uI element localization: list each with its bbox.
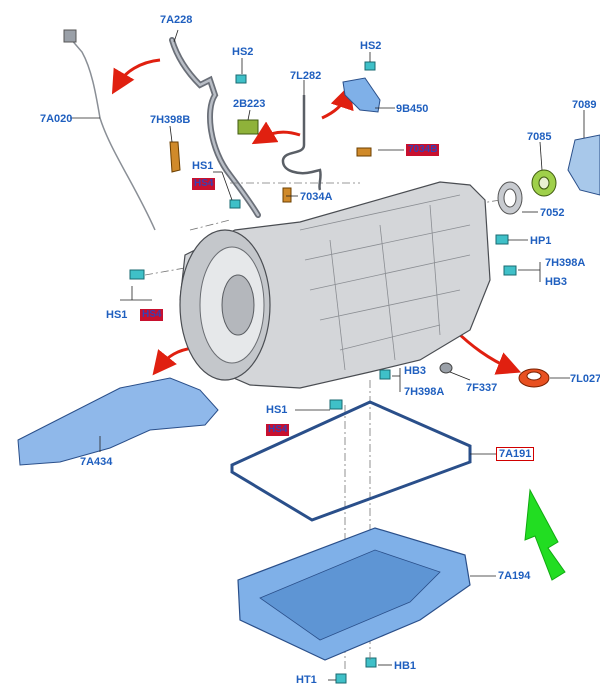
label-hp1: HP1 [530, 235, 552, 247]
bolt-group [129, 61, 517, 684]
label-ht1: HT1 [296, 674, 317, 686]
label-hb1: HB1 [394, 660, 417, 672]
label-hs2-right: HS2 [360, 40, 382, 52]
dipstick-handle [63, 29, 77, 43]
label-hb3-right: HB3 [545, 276, 568, 288]
label-hs1-left: HS1 [106, 309, 128, 321]
label-hs2-top: HS2 [232, 46, 254, 58]
wiring-harness [281, 95, 322, 191]
label-2b223: 2B223 [233, 98, 266, 110]
label-7089: 7089 [572, 99, 597, 111]
highlight-hs1-mid: HS4 [266, 424, 290, 436]
highlight-hs1-top: HS4 [192, 178, 216, 190]
highlight-hs1-left: HS4 [140, 309, 164, 321]
green-arrow [524, 488, 566, 581]
plug-7034b [356, 147, 372, 157]
label-7h398a-right: 7H398A [545, 257, 586, 269]
arrow-harness [251, 121, 301, 145]
label-7a191: 7A191 [496, 447, 535, 461]
sensor-2b223 [237, 119, 259, 135]
bracket-9b450 [342, 77, 381, 113]
arrow-seal [453, 328, 522, 375]
label-7f337: 7F337 [466, 382, 498, 394]
label-7034a: 7034A [300, 191, 333, 203]
plug-7034a [282, 187, 292, 203]
label-7h398b: 7H398B [150, 114, 191, 126]
label-hs1-mid: HS1 [266, 404, 288, 416]
label-7l027: 7L027 [570, 373, 600, 385]
label-hb3-mid: HB3 [404, 365, 427, 377]
label-7085: 7085 [527, 131, 552, 143]
arrow-cover [152, 346, 194, 376]
gasket-7a191 [230, 400, 472, 522]
dipstick [69, 37, 156, 231]
washer-7f337 [439, 362, 453, 374]
label-7a020: 7A020 [40, 113, 73, 125]
cover-7a434 [17, 377, 219, 466]
flange-7089 [567, 134, 600, 196]
label-9b450: 9B450 [396, 103, 429, 115]
transmission-housing [179, 181, 491, 389]
sensor-7h398b [169, 141, 181, 173]
label-7a434: 7A434 [80, 456, 113, 468]
label-7a228: 7A228 [160, 14, 193, 26]
highlight-top-right: 7034B [406, 144, 440, 156]
arrow-dipstick [111, 58, 161, 95]
label-7l282: 7L282 [290, 70, 322, 82]
label-7052: 7052 [540, 207, 565, 219]
leader-lines [70, 29, 585, 681]
arrow-bracket [321, 84, 354, 120]
label-7h398a-mid: 7H398A [404, 386, 445, 398]
label-7a194: 7A194 [498, 570, 531, 582]
label-hs1-top: HS1 [192, 160, 214, 172]
